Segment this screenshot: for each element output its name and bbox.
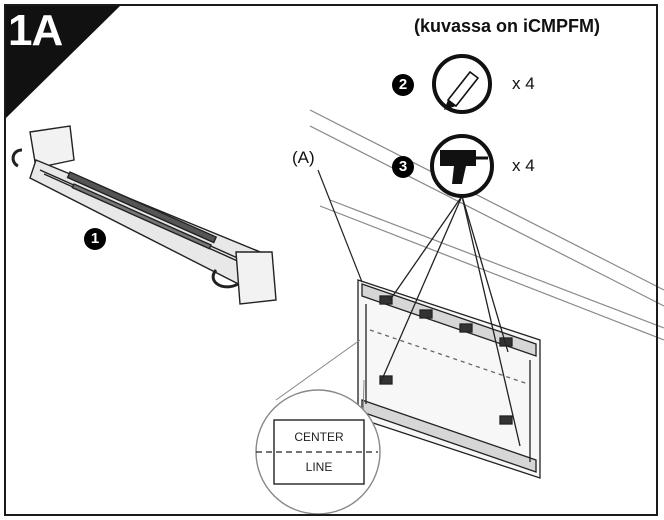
drill-guide-lines <box>379 195 521 447</box>
center-line-top-text: CENTER <box>294 430 344 444</box>
item-number-2: 2 <box>392 74 414 96</box>
drill-quantity: x 4 <box>512 156 535 175</box>
page-frame <box>4 4 658 516</box>
wall-rail-icon <box>11 125 277 305</box>
item-number-1: 1 <box>84 228 106 250</box>
center-line-bottom-text: LINE <box>305 460 333 474</box>
pencil-quantity: x 4 <box>512 74 535 93</box>
step-label: 1A <box>8 6 63 55</box>
magnifier-center-line <box>255 339 381 515</box>
item-number-3: 3 <box>392 156 414 178</box>
callout-a-leader <box>317 169 363 283</box>
pencil-icon <box>432 54 492 114</box>
model-note: (kuvassa on iCMPFM) <box>414 16 601 36</box>
step-corner-tab <box>6 6 120 118</box>
drill-icon <box>430 134 494 198</box>
callout-a-label: (A) <box>292 148 315 167</box>
wall-edge-lines <box>309 109 664 341</box>
